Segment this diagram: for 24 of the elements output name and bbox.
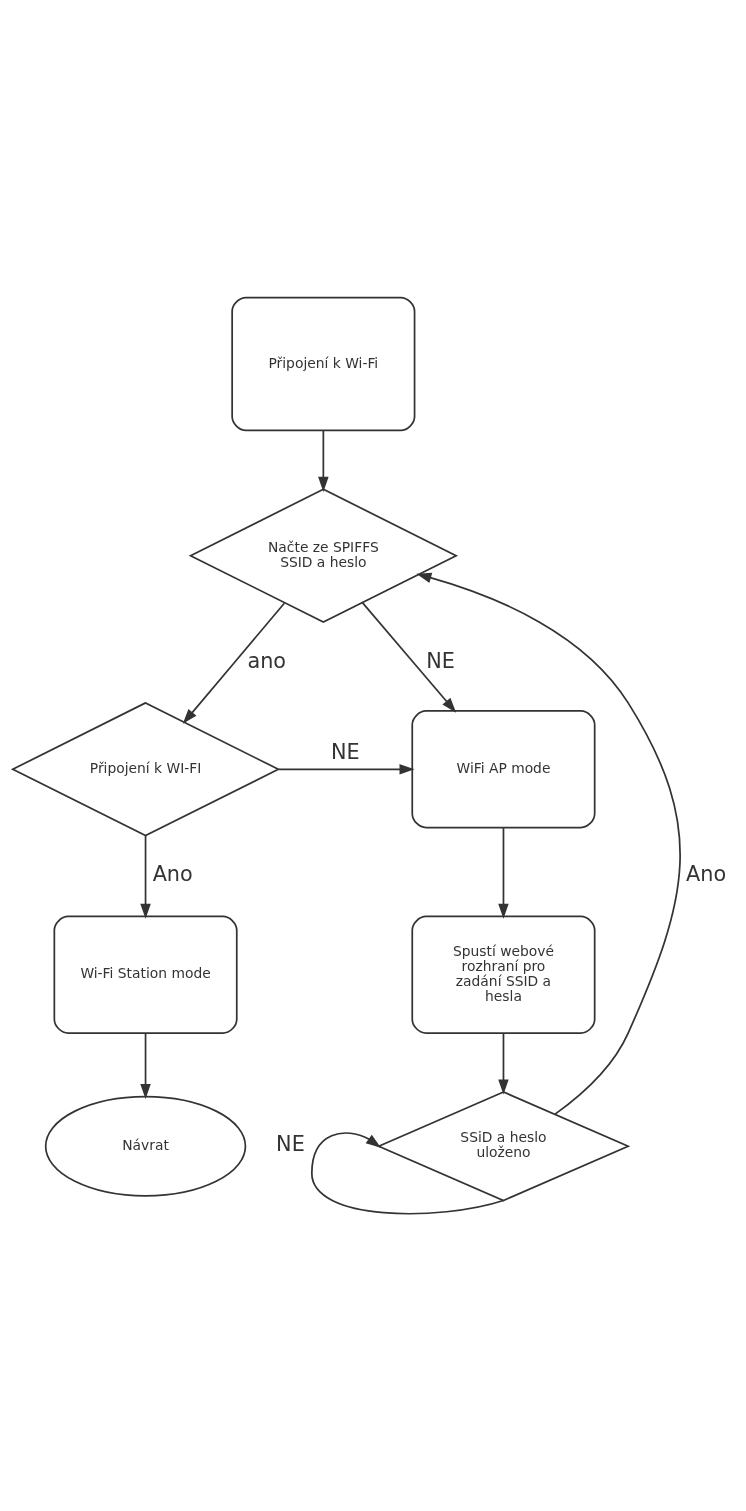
arrow [140, 834, 151, 919]
arrow [182, 601, 286, 724]
node-diamond: SSiD a heslo uloženo [376, 1090, 631, 1201]
node-box: WiFi AP mode [411, 709, 596, 828]
edge-label: NE [426, 648, 455, 673]
arrow [498, 1031, 509, 1094]
edge-label: Ano [152, 861, 193, 886]
arrow [498, 826, 509, 919]
arrow [310, 1131, 505, 1215]
edge-label: NE [330, 739, 360, 764]
edge-label: Ano [686, 861, 727, 886]
arrow [361, 601, 457, 713]
node-box: Připojení k Wi-Fi [231, 296, 416, 431]
arrow [140, 1031, 151, 1099]
node-box: Wi-Fi Station mode [53, 915, 238, 1034]
node-diamond: Připojení k WI-FI [10, 701, 281, 837]
edge-label: ano [247, 648, 287, 673]
edge-label: NE [276, 1131, 305, 1156]
arrow [416, 572, 681, 1115]
arrow [318, 429, 329, 492]
arrow [277, 763, 415, 774]
node-diamond: Načte ze SPIFFS SSID a heslo [188, 487, 459, 623]
node-box: Spustí webové rozhraní pro zadání SSID a hesla [411, 915, 596, 1034]
node-ellipse: Návrat [44, 1095, 247, 1197]
